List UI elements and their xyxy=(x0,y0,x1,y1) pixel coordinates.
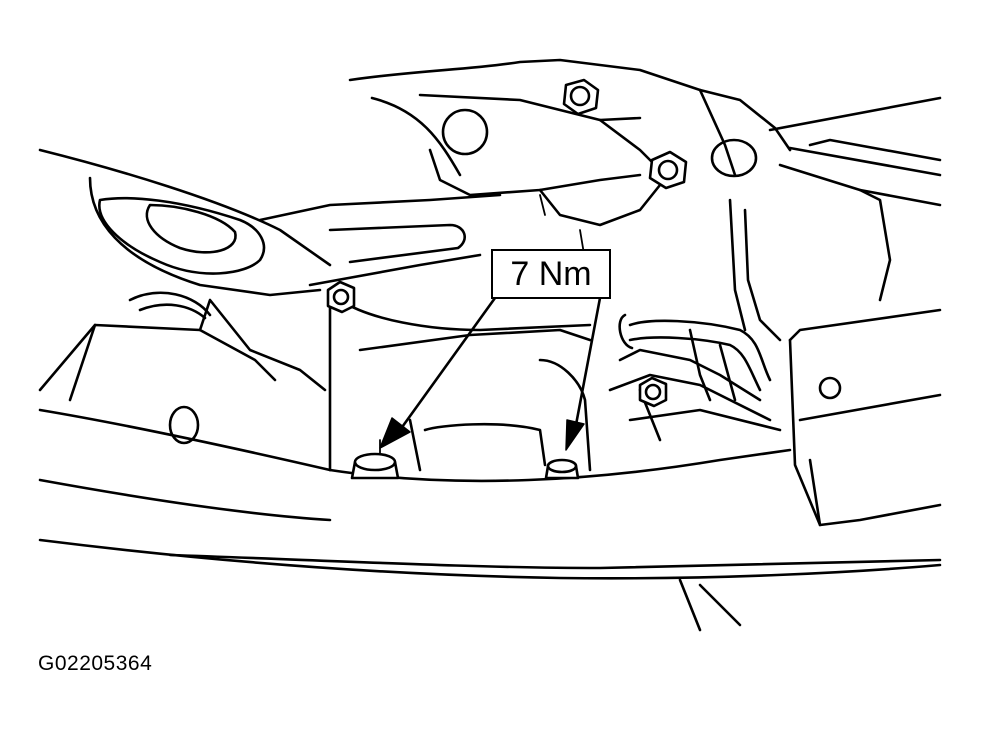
torque-callout: 7 Nm xyxy=(491,249,611,299)
bottom-crossmember xyxy=(38,448,942,632)
torque-callout-label: 7 Nm xyxy=(510,255,592,293)
arrowhead-left-icon xyxy=(379,417,411,449)
center-mount-plate xyxy=(328,194,592,472)
upper-bracket xyxy=(348,58,792,227)
left-bracket xyxy=(38,291,332,472)
frame-bolt-icons xyxy=(326,78,688,408)
figure-id-label: G02205364 xyxy=(38,652,153,675)
left-control-arm xyxy=(38,148,502,297)
top-right-beam xyxy=(768,96,942,207)
bolt-left-icon xyxy=(350,452,400,480)
bolt-right-icon xyxy=(544,458,580,480)
arrowhead-right-icon xyxy=(565,419,585,451)
callout-leaders xyxy=(398,296,602,432)
right-tower xyxy=(608,188,892,442)
right-bracket xyxy=(788,308,942,527)
brake-line xyxy=(618,198,782,402)
